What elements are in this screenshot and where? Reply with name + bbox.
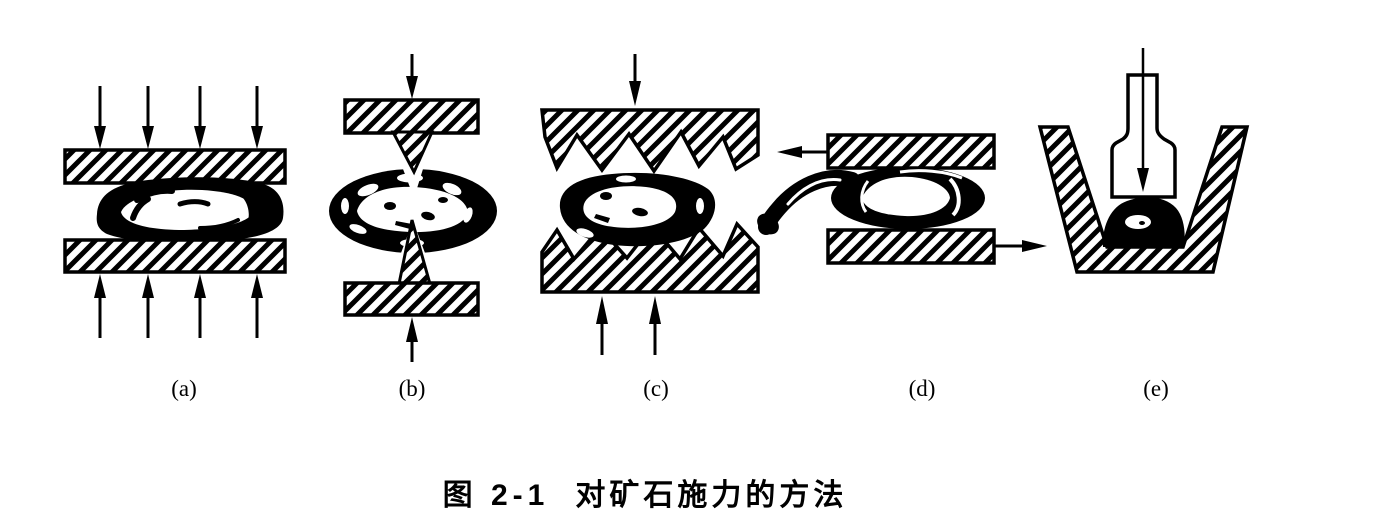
panel-e-impact-mortar	[1037, 48, 1250, 274]
figure-number: 图 2-1	[442, 479, 550, 512]
upper-toothed-jaw	[540, 108, 760, 175]
force-arrow-down	[629, 54, 641, 106]
lower-plate	[826, 228, 996, 265]
panel-label-e: (e)	[1143, 376, 1169, 401]
force-arrow-left	[777, 146, 828, 158]
diagram-canvas	[63, 48, 1250, 362]
upper-plate	[343, 98, 480, 135]
panel-label-a: (a)	[171, 376, 197, 401]
ore-piece	[1102, 197, 1185, 247]
panel-a-compression	[63, 86, 287, 338]
force-arrows-down	[94, 86, 263, 149]
ore-piece	[329, 169, 497, 253]
lower-plate	[63, 238, 287, 274]
force-arrow-right	[994, 240, 1047, 252]
upper-plate	[826, 133, 996, 170]
panel-b-splitting	[329, 54, 497, 362]
panel-c-toothed-crushing	[540, 54, 760, 355]
figure-title: 对矿石施力的方法	[575, 479, 848, 512]
mortar	[1037, 125, 1250, 274]
ore-piece-with-smear	[757, 167, 985, 235]
force-arrow-down	[1137, 48, 1149, 192]
lower-plate	[343, 281, 480, 317]
force-arrows-up	[94, 274, 263, 338]
panel-label-d: (d)	[908, 376, 936, 401]
panel-label-c: (c)	[643, 376, 669, 401]
force-arrow-down	[406, 54, 418, 99]
ore-piece	[96, 177, 284, 243]
panel-label-b: (b)	[398, 376, 426, 401]
force-arrow-up	[406, 317, 418, 362]
force-arrows-up	[596, 296, 661, 355]
figure-caption: 图 2-1 对矿石施力的方法	[0, 470, 1290, 514]
ore-piece	[559, 172, 716, 247]
upper-wedge	[390, 130, 435, 176]
upper-plate	[63, 148, 287, 185]
panel-d-shear-abrasion	[757, 133, 1047, 265]
